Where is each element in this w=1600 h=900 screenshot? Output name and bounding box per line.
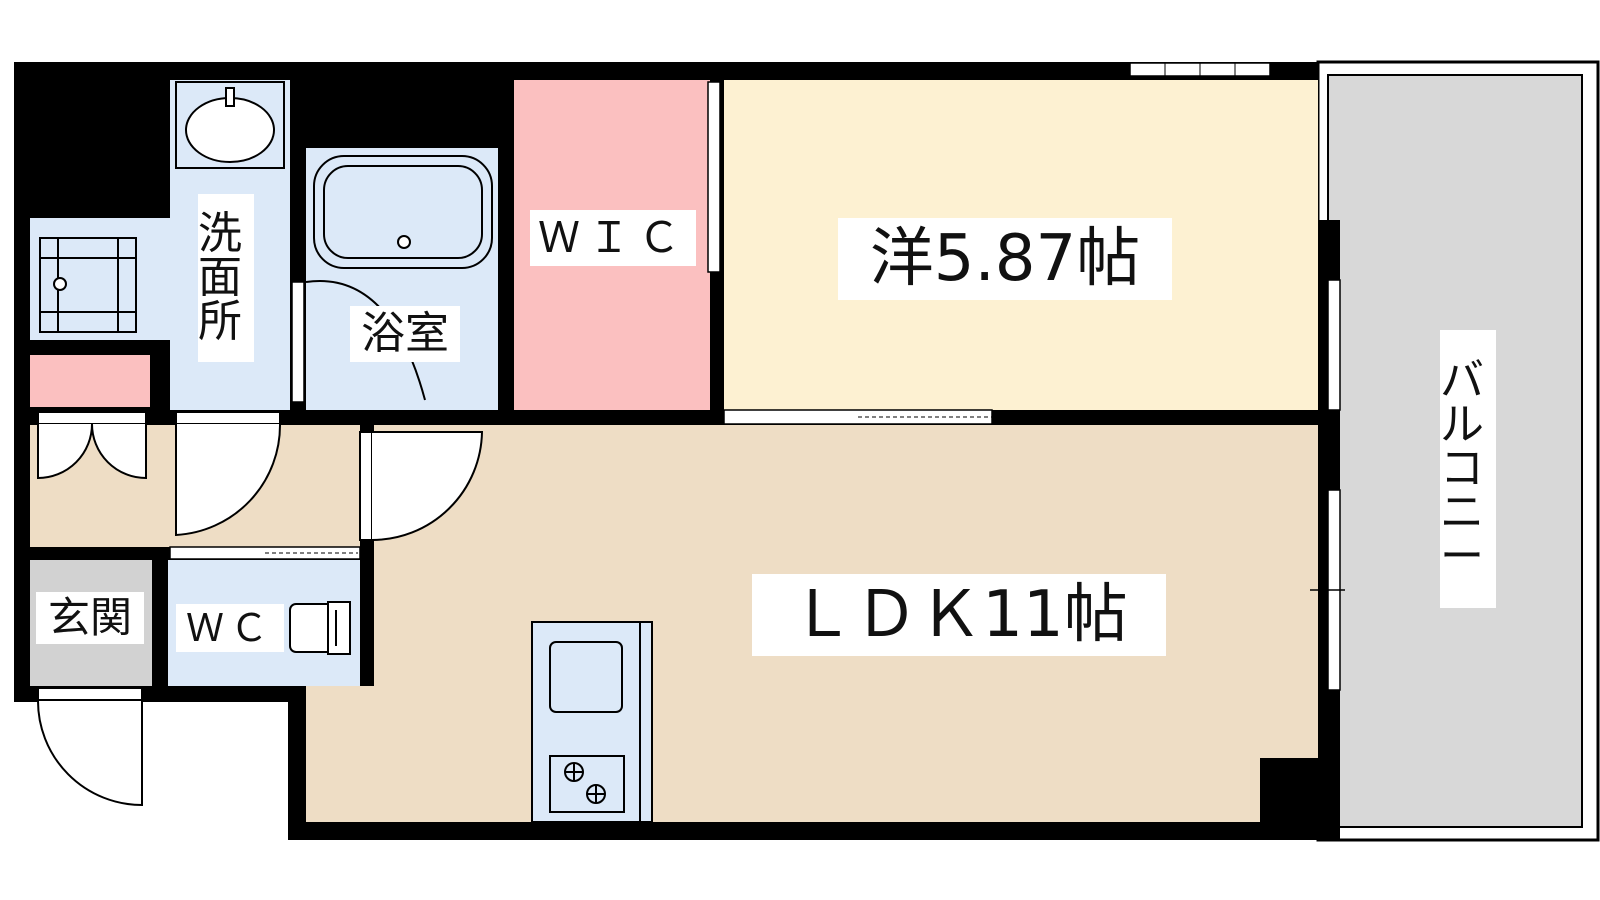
kitchen-sink-icon [549,641,623,713]
western-room-label: 洋5.87帖 [838,218,1172,300]
gas-stove-icon [549,755,625,813]
bathroom-label: 浴室 [350,306,460,362]
washbasin-icon [175,81,285,169]
washing-machine-icon [39,237,137,333]
washroom-label: 洗面所 [198,194,254,362]
toilet-label: ＷＣ [176,604,284,652]
sliding-door-bath[interactable] [291,281,305,403]
bathtub-icon [313,155,493,269]
storage-pink [30,355,150,407]
door-ldk[interactable] [359,431,484,541]
sliding-door-wic[interactable] [707,81,721,273]
ldk-label: ＬＤＫ11帖 [752,574,1166,656]
toilet-icon [289,601,351,655]
entrance-label: 玄関 [36,592,144,644]
door-storage[interactable] [37,411,147,480]
front-door[interactable] [36,687,143,807]
door-bath[interactable] [305,280,426,401]
window-east-room [1327,279,1341,411]
wic-label: ＷＩＣ [530,210,696,266]
door-washroom[interactable] [175,411,282,537]
balcony-label: バルコニー [1440,330,1496,608]
